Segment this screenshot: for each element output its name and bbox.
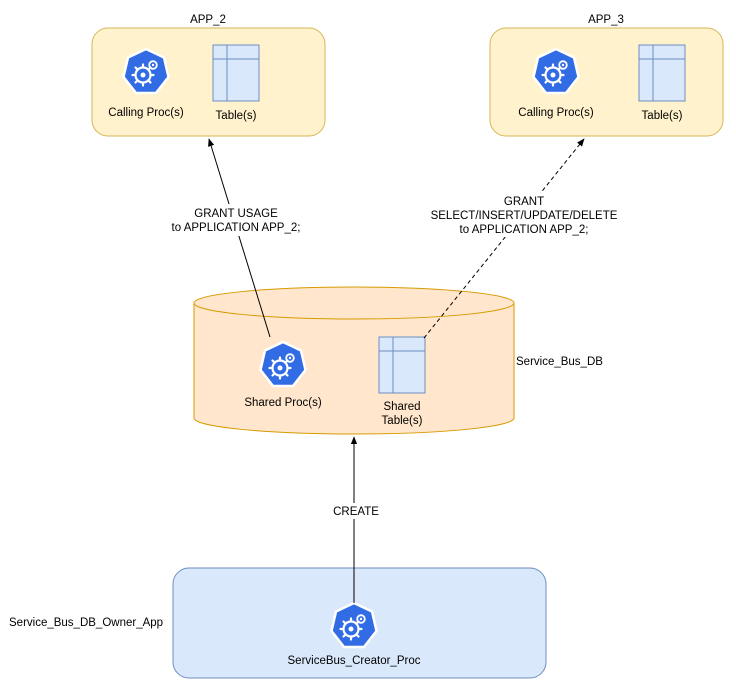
app2-table-icon [212, 44, 260, 102]
shared-proc-icon [259, 340, 307, 388]
grant-usage-edge [208, 138, 271, 338]
grant-select-edge [423, 138, 585, 339]
service-bus-db-label: Service_Bus_DB [516, 356, 603, 368]
create-label-bg [330, 503, 380, 519]
grant-select-label-bg [432, 193, 617, 237]
grant-select-label-line1: GRANT [504, 196, 544, 208]
grant-usage-label-line2: to APPLICATION APP_2; [172, 222, 301, 234]
grant-select-label-line3: to APPLICATION APP_2; [460, 224, 589, 236]
app3-table-icon [638, 44, 686, 102]
shared-table-label-line1: Shared [383, 401, 420, 413]
app3-title: APP_3 [588, 14, 624, 26]
shared-table-icon [378, 336, 426, 394]
shared-proc-label: Shared Proc(s) [244, 397, 322, 409]
app2-title: APP_2 [190, 14, 226, 26]
app2-table-label: Table(s) [216, 110, 257, 122]
app3-calling-proc-label: Calling Proc(s) [518, 107, 594, 119]
servicebus-creator-proc-label: ServiceBus_Creator_Proc [288, 655, 421, 667]
grant-select-label-line2: SELECT/INSERT/UPDATE/DELETE [431, 210, 618, 222]
service-bus-db-cylinder: Shared Proc(s) Shared Table(s) [193, 286, 515, 435]
grant-usage-label-line1: GRANT USAGE [194, 208, 278, 220]
app3-container: Calling Proc(s) Table(s) [489, 27, 724, 137]
owner-app-label: Service_Bus_DB_Owner_App [9, 617, 163, 629]
create-label: CREATE [333, 506, 379, 518]
app2-calling-proc-label: Calling Proc(s) [108, 107, 184, 119]
app2-container: Calling Proc(s) Table(s) [91, 27, 326, 137]
owner-app-container: ServiceBus_Creator_Proc [172, 567, 547, 679]
shared-table-label-line2: Table(s) [382, 415, 423, 427]
app3-calling-proc-icon [532, 47, 580, 95]
app3-table-label: Table(s) [642, 110, 683, 122]
grant-usage-label-bg [160, 204, 310, 236]
servicebus-creator-proc-icon [330, 601, 378, 649]
app2-calling-proc-icon [122, 47, 170, 95]
